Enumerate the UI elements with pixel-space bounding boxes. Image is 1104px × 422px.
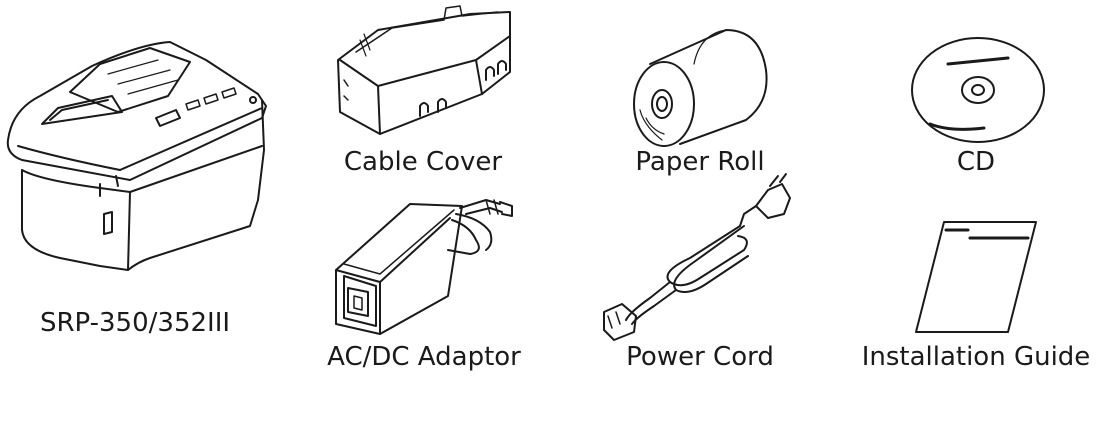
power-cord-illustration bbox=[604, 174, 790, 340]
printer-label: SRP-350/352III bbox=[39, 308, 231, 338]
paper-roll-illustration bbox=[634, 30, 767, 146]
cable-cover-illustration bbox=[338, 6, 510, 134]
cd-illustration bbox=[912, 38, 1044, 142]
power-cord-label: Power Cord bbox=[626, 342, 774, 372]
cd-label: CD bbox=[956, 147, 996, 177]
adaptor-illustration bbox=[336, 200, 512, 334]
adaptor-label: AC/DC Adaptor bbox=[327, 342, 521, 372]
guide-illustration bbox=[916, 222, 1036, 332]
printer-illustration bbox=[8, 42, 266, 270]
cable-cover-label: Cable Cover bbox=[343, 147, 503, 177]
guide-label: Installation Guide bbox=[861, 342, 1091, 372]
paper-roll-label: Paper Roll bbox=[635, 147, 765, 177]
